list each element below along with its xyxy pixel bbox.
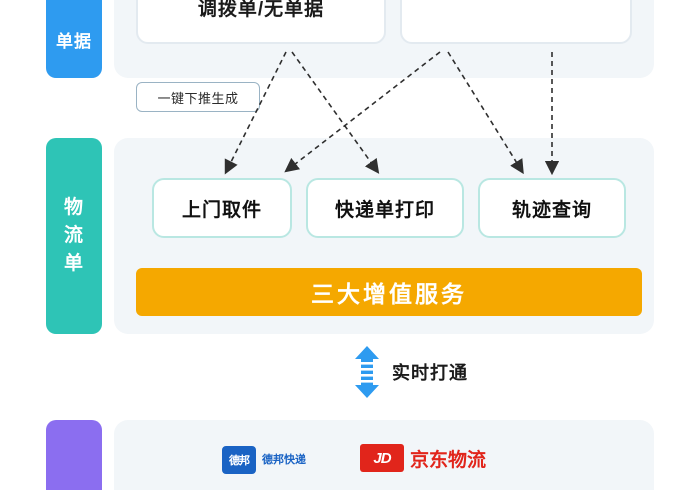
carrier-logo-jd: JD 京东物流 <box>360 444 486 472</box>
card-pickup-service[interactable]: 上门取件 <box>152 178 292 238</box>
double-arrow-vertical-icon <box>352 344 382 400</box>
card-track-query[interactable]: 轨迹查询 <box>478 178 626 238</box>
jd-mark-icon: JD <box>360 444 404 472</box>
row-logistics-tag: 物流单 <box>46 138 102 334</box>
row-documents-tag: 单据 <box>46 0 102 78</box>
realtime-sync-label: 实时打通 <box>392 363 468 383</box>
deppon-mark-icon: 德邦 <box>222 446 256 474</box>
realtime-sync-group: 实时打通 <box>352 344 522 400</box>
diagram-canvas: 单据 调拨单/无单据 一键下推生成 物流单 上门取件 快递单打印 轨迹查询 三大… <box>46 0 654 490</box>
card-document-placeholder[interactable] <box>400 0 632 44</box>
card-transfer-order[interactable]: 调拨单/无单据 <box>136 0 386 44</box>
carrier-logo-deppon: 德邦 德邦快递 <box>222 446 306 474</box>
row-carriers-tag <box>46 420 102 490</box>
card-waybill-print[interactable]: 快递单打印 <box>306 178 464 238</box>
annotation-one-key-generate: 一键下推生成 <box>136 82 260 112</box>
jd-logo-text: 京东物流 <box>410 449 487 471</box>
deppon-logo-text: 德邦快递 <box>262 453 306 466</box>
value-added-services-bar: 三大增值服务 <box>136 268 642 316</box>
